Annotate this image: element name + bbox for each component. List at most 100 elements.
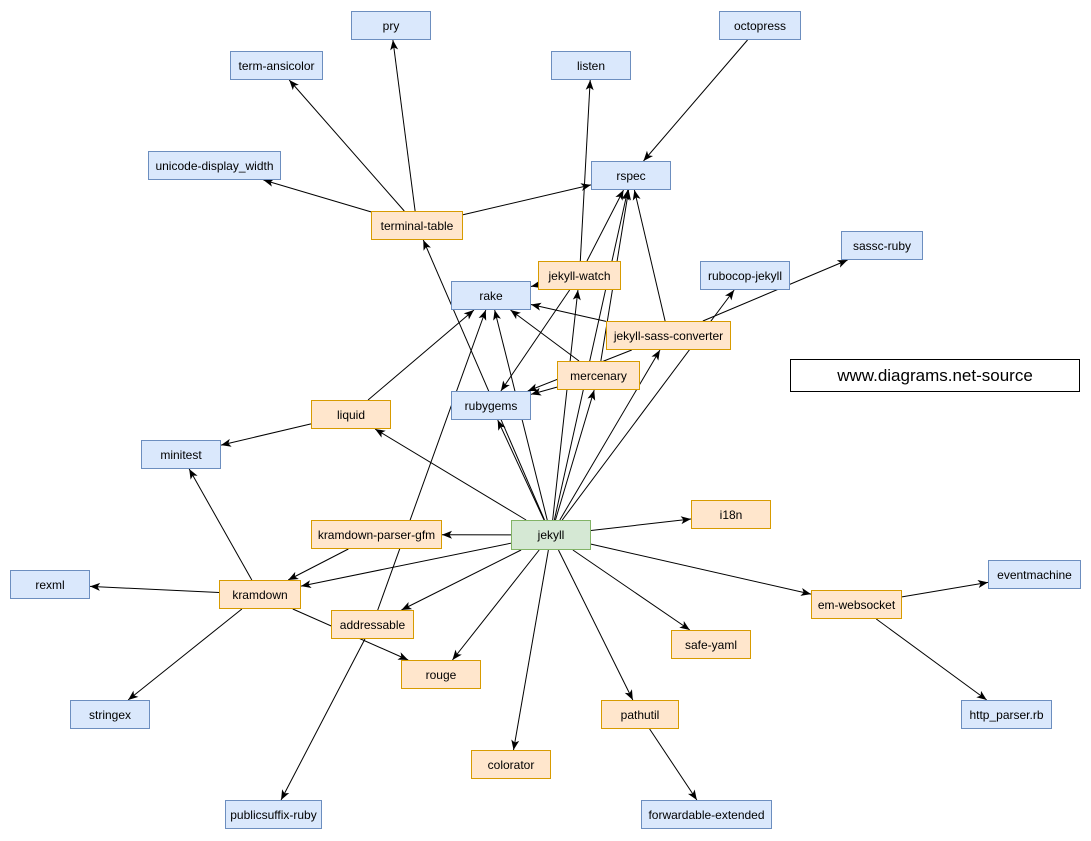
node-rspec[interactable]: rspec xyxy=(591,161,671,190)
edge-jekyll-to-jekyll-watch xyxy=(552,289,581,521)
node-unicode-display_width[interactable]: unicode-display_width xyxy=(148,151,281,180)
node-mercenary[interactable]: mercenary xyxy=(557,361,640,390)
node-label: jekyll-sass-converter xyxy=(613,328,724,343)
node-label: rouge xyxy=(425,667,457,682)
node-term-ansicolor[interactable]: term-ansicolor xyxy=(230,51,323,80)
node-label: safe-yaml xyxy=(684,637,737,652)
node-label: jekyll xyxy=(537,528,565,542)
node-label: rubygems xyxy=(464,398,518,413)
node-label: pry xyxy=(382,18,400,33)
node-jekyll-sass-converter[interactable]: jekyll-sass-converter xyxy=(606,321,731,350)
node-label: rubocop-jekyll xyxy=(707,268,783,283)
edge-jekyll-watch-to-listen xyxy=(579,79,594,262)
edge-jekyll-to-addressable xyxy=(401,549,522,611)
node-label: jekyll-watch xyxy=(548,268,611,283)
node-label: rake xyxy=(479,288,503,303)
node-pry[interactable]: pry xyxy=(351,11,431,40)
node-label: rspec xyxy=(616,168,646,183)
edge-terminal-table-to-unicode-display_width xyxy=(263,179,372,213)
node-label: addressable xyxy=(339,617,406,632)
edge-jekyll-watch-to-rake xyxy=(530,280,542,289)
node-minitest[interactable]: minitest xyxy=(141,440,221,469)
node-em-websocket[interactable]: em-websocket xyxy=(811,590,902,619)
node-label: unicode-display_width xyxy=(155,158,274,173)
edge-jekyll-sass-converter-to-rake xyxy=(530,302,607,322)
edge-kramdown-to-stringex xyxy=(127,608,243,701)
edge-terminal-table-to-rspec xyxy=(462,183,592,216)
edge-mercenary-to-rake xyxy=(510,309,580,362)
node-i18n[interactable]: i18n xyxy=(691,500,771,529)
node-stringex[interactable]: stringex xyxy=(70,700,150,729)
node-label: term-ansicolor xyxy=(238,58,315,73)
edge-jekyll-to-colorator xyxy=(511,549,549,751)
edge-mercenary-to-rubygems xyxy=(530,386,558,396)
node-label: liquid xyxy=(336,407,366,422)
node-label: sassc-ruby xyxy=(852,238,911,253)
edge-jekyll-to-liquid xyxy=(374,428,527,521)
node-octopress[interactable]: octopress xyxy=(719,11,801,40)
node-kramdown[interactable]: kramdown xyxy=(219,580,301,609)
diagrams-net-source-box[interactable]: www.diagrams.net-source xyxy=(790,359,1080,392)
edge-jekyll-to-rouge xyxy=(452,549,540,661)
edge-em-websocket-to-eventmachine xyxy=(901,580,989,598)
node-label: mercenary xyxy=(570,368,627,383)
edge-jekyll-to-rubygems xyxy=(497,419,545,521)
edge-kramdown-parser-gfm-to-kramdown xyxy=(287,548,349,581)
edge-jekyll-to-rspec xyxy=(553,189,630,521)
node-label: http_parser.rb xyxy=(969,707,1044,722)
node-label: stringex xyxy=(88,707,132,722)
edge-jekyll-sass-converter-to-rspec xyxy=(632,189,666,322)
edge-jekyll-to-kramdown xyxy=(300,542,512,589)
node-terminal-table[interactable]: terminal-table xyxy=(371,211,463,240)
edge-liquid-to-rake xyxy=(367,309,475,401)
node-addressable[interactable]: addressable xyxy=(331,610,414,639)
edge-jekyll-sass-converter-to-sassc-ruby xyxy=(702,259,848,322)
diagrams-net-source-label: www.diagrams.net-source xyxy=(837,365,1033,385)
node-liquid[interactable]: liquid xyxy=(311,400,391,429)
node-rubygems[interactable]: rubygems xyxy=(451,391,531,420)
node-label: publicsuffix-ruby xyxy=(230,807,317,822)
node-label: eventmachine xyxy=(997,567,1072,582)
node-label: listen xyxy=(576,58,605,73)
node-label: pathutil xyxy=(620,707,660,722)
node-forwardable-extended[interactable]: forwardable-extended xyxy=(641,800,772,829)
edge-terminal-table-to-pry xyxy=(390,39,416,212)
edge-jekyll-to-i18n xyxy=(590,516,692,531)
node-jekyll[interactable]: jekyll xyxy=(511,520,591,550)
edge-jekyll-to-mercenary xyxy=(554,389,596,521)
node-label: octopress xyxy=(733,18,787,33)
edge-addressable-to-rake xyxy=(377,309,487,611)
node-listen[interactable]: listen xyxy=(551,51,631,80)
edge-jekyll-watch-to-rspec xyxy=(586,189,624,262)
node-publicsuffix-ruby[interactable]: publicsuffix-ruby xyxy=(225,800,322,829)
node-safe-yaml[interactable]: safe-yaml xyxy=(671,630,751,659)
edge-pathutil-to-forwardable-extended xyxy=(649,728,698,801)
node-rake[interactable]: rake xyxy=(451,281,531,310)
node-label: i18n xyxy=(719,507,743,522)
node-rubocop-jekyll[interactable]: rubocop-jekyll xyxy=(700,261,790,290)
edge-jekyll-to-jekyll-sass-converter xyxy=(559,349,661,521)
node-sassc-ruby[interactable]: sassc-ruby xyxy=(841,231,923,260)
node-label: terminal-table xyxy=(380,218,454,233)
edge-jekyll-to-terminal-table xyxy=(422,239,545,521)
node-label: kramdown-parser-gfm xyxy=(317,527,436,542)
node-label: forwardable-extended xyxy=(648,807,765,822)
edge-octopress-to-rspec xyxy=(643,39,748,162)
edge-jekyll-watch-to-rubygems xyxy=(500,289,571,392)
edge-liquid-to-minitest xyxy=(220,423,312,447)
edge-kramdown-to-minitest xyxy=(188,468,253,581)
edge-kramdown-to-rexml xyxy=(89,582,220,594)
node-eventmachine[interactable]: eventmachine xyxy=(988,560,1081,589)
node-colorator[interactable]: colorator xyxy=(471,750,551,779)
edge-em-websocket-to-http_parser_rb xyxy=(875,618,988,701)
node-pathutil[interactable]: pathutil xyxy=(601,700,679,729)
edge-jekyll-to-pathutil xyxy=(557,549,634,701)
edge-terminal-table-to-term-ansicolor xyxy=(288,79,405,212)
node-jekyll-watch[interactable]: jekyll-watch xyxy=(538,261,621,290)
node-http_parser_rb[interactable]: http_parser.rb xyxy=(961,700,1052,729)
node-rexml[interactable]: rexml xyxy=(10,570,90,599)
node-rouge[interactable]: rouge xyxy=(401,660,481,689)
node-label: minitest xyxy=(160,447,202,462)
node-kramdown-parser-gfm[interactable]: kramdown-parser-gfm xyxy=(311,520,442,549)
